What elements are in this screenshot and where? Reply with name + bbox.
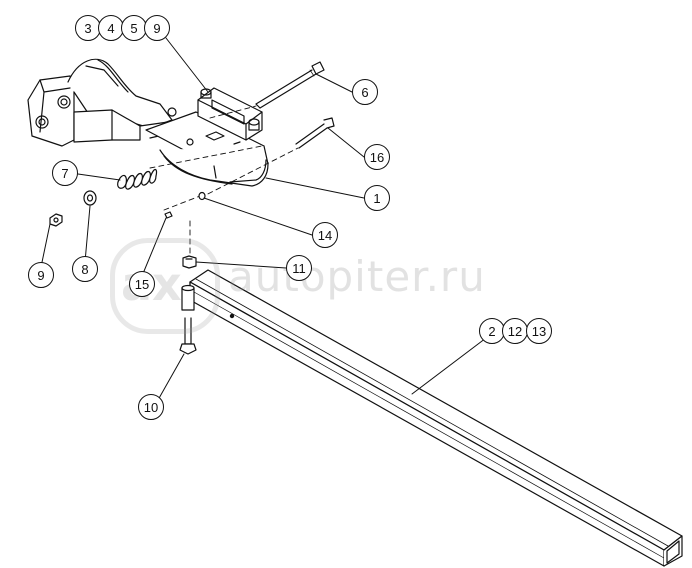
short-bolt	[295, 117, 335, 149]
square-tube	[189, 269, 683, 567]
clamp-plate	[197, 87, 263, 141]
label-9-top[interactable]: 9	[144, 15, 170, 41]
watermark-text: autopiter.ru	[228, 252, 486, 301]
label-10[interactable]: 10	[138, 394, 164, 420]
spring	[117, 168, 158, 190]
label-5[interactable]: 5	[121, 15, 147, 41]
watermark-logo: ax	[110, 238, 220, 334]
label-4[interactable]: 4	[98, 15, 124, 41]
label-13[interactable]: 13	[526, 318, 552, 344]
label-9-left[interactable]: 9	[28, 262, 54, 288]
label-15[interactable]: 15	[129, 271, 155, 297]
label-12[interactable]: 12	[502, 318, 528, 344]
label-2[interactable]: 2	[479, 318, 505, 344]
label-14[interactable]: 14	[312, 222, 338, 248]
lock-nut	[49, 213, 63, 227]
label-8[interactable]: 8	[72, 256, 98, 282]
grease-nipple	[164, 211, 173, 219]
label-1[interactable]: 1	[364, 185, 390, 211]
label-16[interactable]: 16	[364, 144, 390, 170]
label-11[interactable]: 11	[286, 255, 312, 281]
pin	[198, 191, 206, 201]
washer	[83, 190, 97, 206]
label-7[interactable]: 7	[52, 160, 78, 186]
label-6[interactable]: 6	[352, 79, 378, 105]
hitch-bracket	[27, 58, 269, 187]
long-bolt	[255, 61, 325, 109]
